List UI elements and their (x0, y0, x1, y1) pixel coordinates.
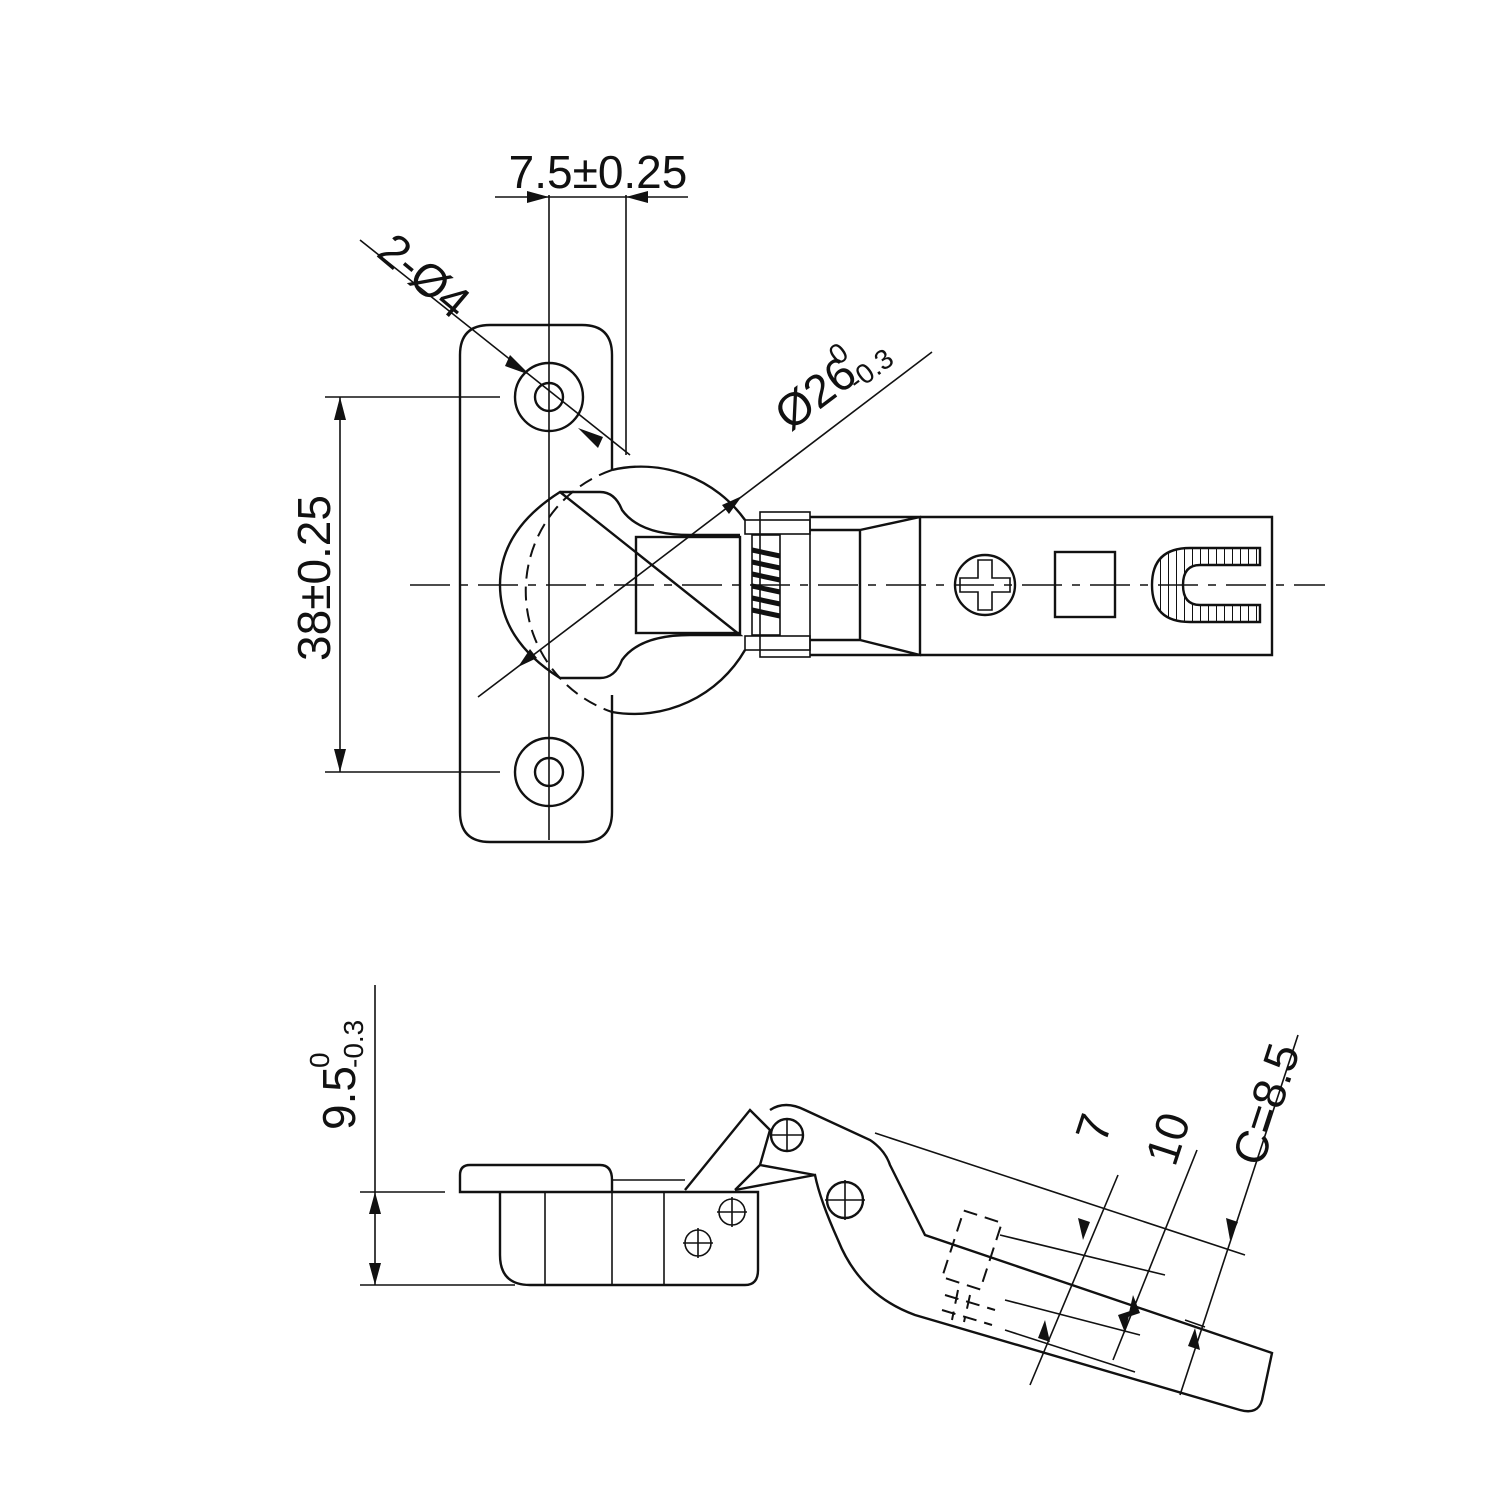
pivot-pins (683, 1117, 865, 1258)
dim-depth-label: 9.5 (313, 1066, 365, 1130)
dim-depth-upper-tol: 0 (304, 1052, 335, 1068)
dim-depth-lower-tol: -0.3 (338, 1020, 369, 1068)
cup-side (458, 1163, 760, 1287)
dim-holes-label: 2-Ø4 (369, 223, 481, 329)
dim-10-label: 10 (1135, 1106, 1200, 1171)
dim-hole-spacing-label: 38±0.25 (288, 495, 340, 661)
dim-c-label: C=8.5 (1222, 1037, 1310, 1171)
mounting-plate (458, 323, 614, 844)
hinge-arm (920, 515, 1274, 657)
keyhole-slot (1150, 546, 1262, 624)
adjustment-screw-side (940, 1209, 1004, 1326)
dim-7-label: 7 (1065, 1108, 1122, 1148)
side-view: 9.5 0 -0.3 (304, 985, 1310, 1413)
hinge-arm-side (734, 1103, 1274, 1413)
hinge-arm-taper (810, 515, 922, 657)
dim-offset-label: 7.5±0.25 (509, 146, 688, 198)
top-view: 7.5±0.25 2-Ø4 Ø26 0 -0.3 38±0.25 (288, 146, 1325, 844)
